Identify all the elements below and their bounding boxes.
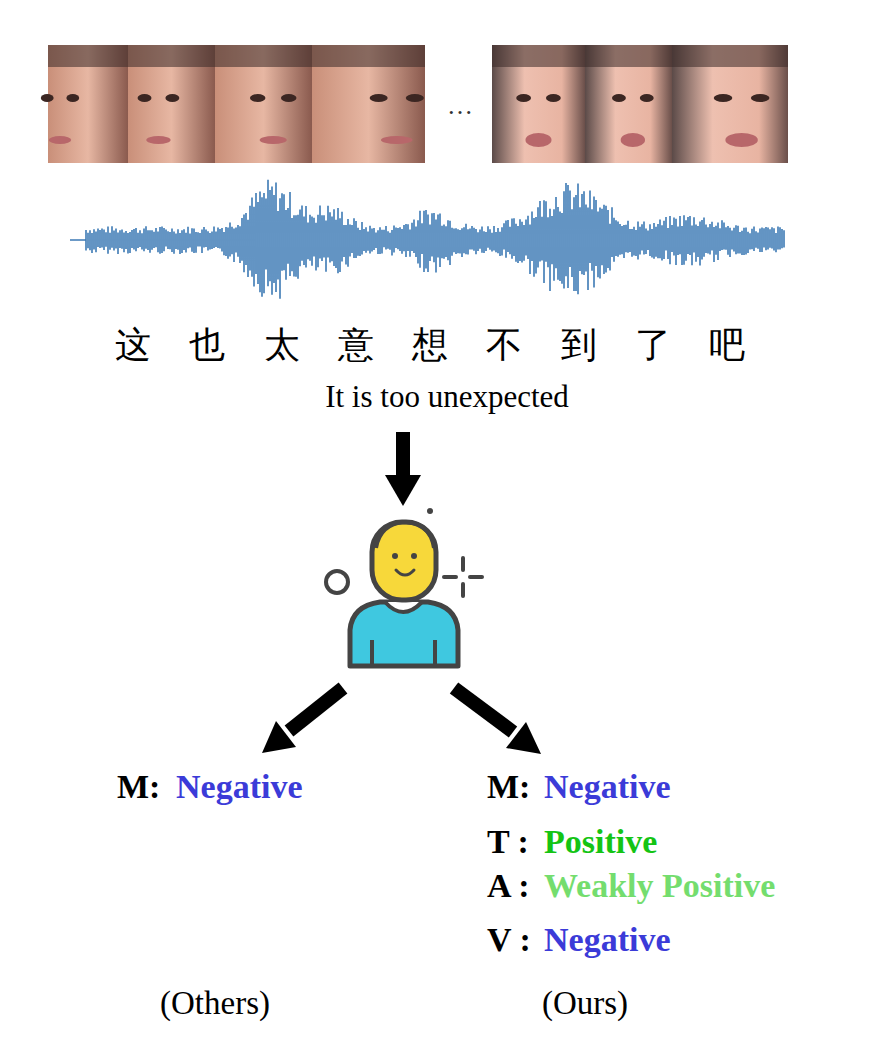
eye	[406, 94, 424, 102]
modality-key: M:	[487, 767, 530, 808]
eye	[714, 94, 733, 102]
hair	[672, 45, 788, 67]
hair	[215, 45, 312, 67]
hair	[585, 45, 672, 67]
mouth	[621, 133, 645, 147]
video-frame	[492, 45, 585, 163]
video-frame	[48, 45, 128, 163]
person-icon	[326, 508, 482, 666]
eye	[546, 94, 561, 102]
eye	[751, 94, 770, 102]
down-arrow	[385, 432, 421, 506]
english-translation: It is too unexpected	[325, 378, 569, 415]
sentiment-value: Weakly Positive	[544, 866, 775, 907]
modality-key: V :	[487, 920, 531, 961]
video-frame	[312, 45, 425, 163]
mouth	[381, 136, 413, 144]
sentiment-value: Negative	[544, 767, 671, 808]
audio-waveform	[70, 180, 784, 299]
hair	[312, 45, 425, 67]
mouth	[49, 136, 71, 144]
waveform-path	[70, 180, 784, 299]
modality-key: M:	[117, 767, 160, 808]
eye	[41, 94, 54, 102]
sentiment-value: Positive	[544, 822, 657, 863]
mouth	[146, 136, 170, 144]
eye	[516, 94, 531, 102]
sentiment-value: Negative	[176, 767, 303, 808]
mouth	[725, 133, 757, 147]
column-caption: (Others)	[160, 984, 270, 1024]
modality-key: T :	[487, 822, 529, 863]
video-frame	[585, 45, 672, 163]
eye	[281, 94, 297, 102]
eye	[370, 94, 388, 102]
video-frames	[41, 45, 788, 163]
mouth	[525, 133, 551, 147]
video-frame	[128, 45, 215, 163]
eye	[612, 94, 626, 102]
split-arrows	[262, 688, 541, 754]
sentiment-value: Negative	[544, 920, 671, 961]
eye	[138, 94, 152, 102]
eye	[250, 94, 266, 102]
column-caption: (Ours)	[542, 984, 628, 1024]
eye	[165, 94, 179, 102]
hair	[48, 45, 128, 67]
eye	[66, 94, 79, 102]
chinese-transcript: 这 也 太 意 想 不 到 了 吧	[115, 324, 745, 367]
video-frame	[215, 45, 312, 163]
modality-key: A :	[487, 866, 530, 907]
eye	[640, 94, 654, 102]
mouth	[260, 136, 287, 144]
hair	[492, 45, 585, 67]
hair	[128, 45, 215, 67]
ellipsis: …	[447, 90, 473, 121]
video-frame	[672, 45, 788, 163]
